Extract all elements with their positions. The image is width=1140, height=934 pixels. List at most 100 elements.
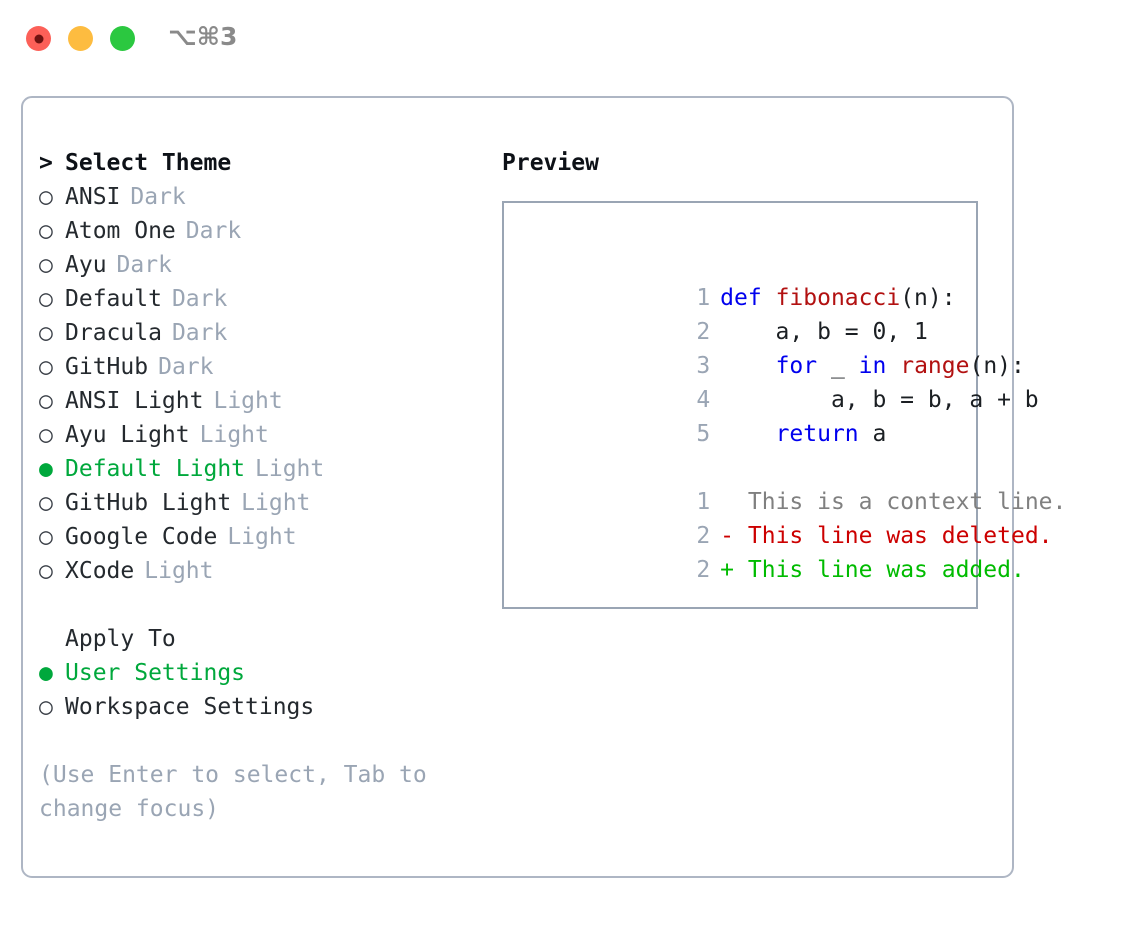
code-token: a, b = 0, 1 [720, 319, 928, 345]
code-token: return [775, 421, 859, 447]
diff-text: This line was deleted. [747, 523, 1053, 549]
code-token [720, 421, 775, 447]
radio-off-icon[interactable]: ○ [39, 558, 53, 584]
radio-off-icon[interactable]: ○ [39, 354, 53, 380]
select-theme-header: > Select Theme [39, 146, 499, 180]
theme-list-item-ayu-dark[interactable]: ○ Ayu Dark [39, 248, 499, 282]
diff-sign [720, 489, 748, 515]
close-button-icon[interactable] [26, 26, 51, 51]
theme-label: Ayu Light [65, 422, 190, 448]
title-bar[interactable]: ⌥⌘3 [0, 0, 1140, 76]
theme-label: Google Code [65, 524, 218, 550]
diff-text: This is a context line. [747, 489, 1067, 515]
theme-tag: Light [199, 422, 269, 448]
radio-off-icon[interactable]: ○ [39, 490, 53, 516]
code-line: 5 return a [522, 383, 976, 447]
theme-label: Atom One [65, 218, 176, 244]
radio-off-icon[interactable]: ○ [39, 286, 53, 312]
theme-tag: Dark [116, 252, 172, 278]
line-number: 2 [696, 319, 711, 345]
line-number: 2 [696, 523, 711, 549]
radio-off-icon[interactable]: ○ [39, 388, 53, 414]
theme-tag: Light [241, 490, 311, 516]
theme-list-item-atom-one-dark[interactable]: ○ Atom One Dark [39, 214, 499, 248]
line-number: 4 [696, 387, 711, 413]
radio-on-icon[interactable]: ● [39, 660, 53, 686]
diff-line-added: 2 + This line was added. [522, 519, 1025, 583]
radio-off-icon[interactable]: ○ [39, 422, 53, 448]
maximize-button-icon[interactable] [110, 26, 135, 51]
select-theme-header-label: Select Theme [65, 150, 232, 176]
list-spacer [39, 588, 499, 622]
code-line: 3 for _ in range(n): [522, 315, 1025, 379]
diff-text: This line was added. [747, 557, 1025, 583]
theme-tag: Light [227, 524, 297, 550]
window-title: ⌥⌘3 [168, 22, 238, 51]
theme-list-item-github-light[interactable]: ○ GitHub Light Light [39, 486, 499, 520]
diff-line-deleted: 2- This line was deleted. [522, 485, 1052, 549]
code-token: in [858, 353, 887, 379]
radio-on-icon[interactable]: ● [39, 456, 53, 482]
theme-label: Ayu [65, 252, 107, 278]
apply-to-title: Apply To [65, 626, 176, 652]
theme-tag: Light [144, 558, 214, 584]
theme-label: ANSI Light [65, 388, 204, 414]
line-number: 5 [696, 421, 711, 447]
code-token: def [720, 285, 776, 311]
radio-off-icon[interactable]: ○ [39, 252, 53, 278]
theme-list-item-xcode[interactable]: ○ XCode Light [39, 554, 499, 588]
theme-list-item-google-code[interactable]: ○ Google Code Light [39, 520, 499, 554]
theme-tag: Light [213, 388, 283, 414]
preview-title: Preview [502, 150, 599, 176]
code-token [720, 353, 775, 379]
apply-to-option-workspace-settings[interactable]: ○ Workspace Settings [39, 690, 499, 724]
theme-tag: Light [255, 456, 325, 482]
code-token: fibonacci [775, 285, 901, 311]
line-number: 2 [696, 557, 711, 583]
code-token: (n): [900, 285, 956, 311]
apply-to-label: Workspace Settings [65, 694, 315, 720]
theme-list-item-github-dark[interactable]: ○ GitHub Dark [39, 350, 499, 384]
diff-sign: + [720, 557, 748, 583]
apply-to-label: User Settings [65, 660, 246, 686]
radio-off-icon[interactable]: ○ [39, 694, 53, 720]
help-text: (Use Enter to select, Tab to change focu… [39, 762, 427, 822]
line-number: 1 [696, 285, 711, 311]
line-number: 1 [696, 489, 711, 515]
diff-line-context: 1 This is a context line. [522, 451, 1066, 515]
code-token: a [858, 421, 887, 447]
line-number: 3 [696, 353, 711, 379]
radio-off-icon[interactable]: ○ [39, 524, 53, 550]
theme-label: GitHub Light [65, 490, 232, 516]
code-token: a, b = b, a + b [720, 387, 1039, 413]
minimize-button-icon[interactable] [68, 26, 93, 51]
traffic-light-group [26, 26, 135, 51]
radio-off-icon[interactable]: ○ [39, 218, 53, 244]
code-token: range [900, 353, 970, 379]
diff-sign: - [720, 523, 748, 549]
radio-off-icon[interactable]: ○ [39, 320, 53, 346]
code-token: (n): [969, 353, 1025, 379]
apply-to-option-user-settings[interactable]: ● User Settings [39, 656, 499, 690]
code-token: _ [817, 353, 859, 379]
theme-tag: Dark [158, 354, 214, 380]
theme-label: GitHub [65, 354, 149, 380]
prompt-caret-icon: > [39, 150, 53, 176]
theme-list-item-ayu-light[interactable]: ○ Ayu Light Light [39, 418, 499, 452]
theme-list-item-ansi-light[interactable]: ○ ANSI Light Light [39, 384, 499, 418]
theme-label: ANSI [65, 184, 121, 210]
code-token [886, 353, 900, 379]
code-line: 1 def fibonacci(n): [522, 247, 976, 311]
theme-label: Dracula [65, 320, 162, 346]
theme-label: XCode [65, 558, 135, 584]
radio-off-icon[interactable]: ○ [39, 184, 53, 210]
theme-tag: Dark [185, 218, 242, 244]
